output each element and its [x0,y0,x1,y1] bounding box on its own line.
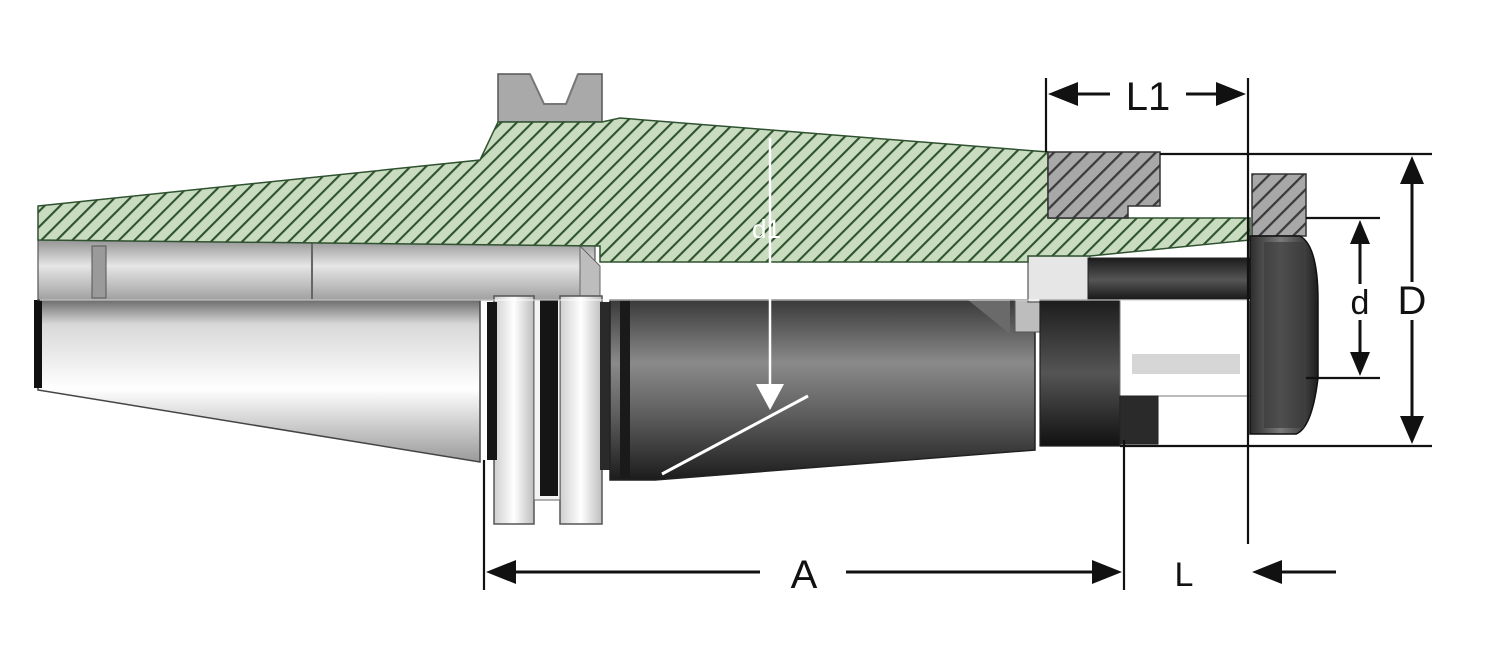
holder-body [609,299,1041,481]
retention-bore [37,237,601,301]
flange [487,295,612,525]
dimension-big-d: D [1120,152,1432,448]
d1-label: d1 [752,214,781,244]
l1-label: L1 [1126,75,1171,119]
big-d-label: D [1398,279,1427,323]
a-label: A [791,553,818,597]
small-d-label: d [1351,284,1370,322]
drive-slot [497,73,603,123]
section-cut [37,117,1307,263]
dimension-l: L [1175,556,1336,594]
taper-shank [34,299,481,463]
dimension-small-d: d [1306,216,1380,380]
l-label: L [1175,556,1194,594]
clamping-nut [1249,235,1319,435]
dimension-a: A [482,440,1126,597]
collet [1027,255,1251,447]
dimension-d1: d1 [752,138,784,410]
dimension-l1: L1 [1044,75,1250,544]
